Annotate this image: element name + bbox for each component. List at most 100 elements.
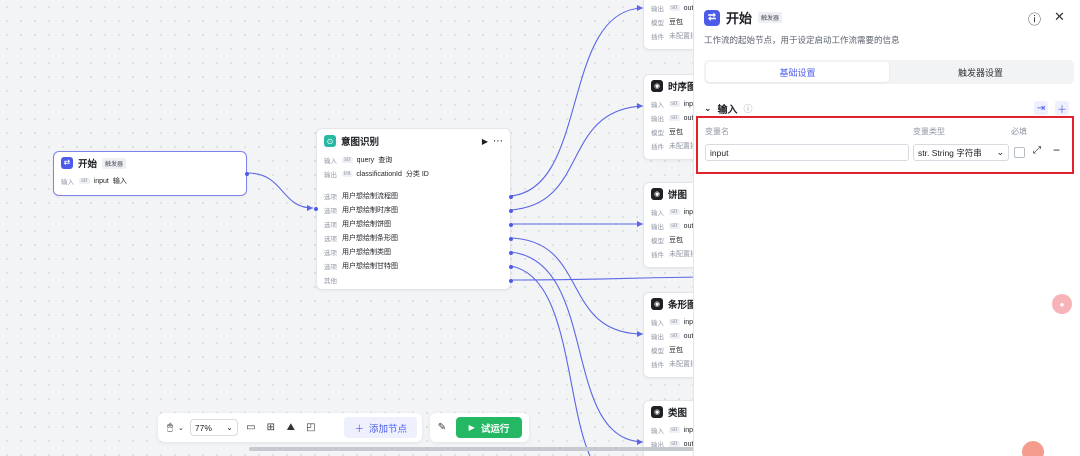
type-tag: str [669,115,680,121]
test-run-label: 试运行 [480,423,510,435]
input-section-header[interactable]: ⌄ 输入 ⓘ [704,101,753,116]
type-tag: str [342,157,353,163]
horizontal-scrollbar[interactable] [249,447,699,451]
add-variable-button[interactable]: ＋ [1055,101,1069,116]
trigger-badge: 触发器 [102,157,127,169]
type-tag: int [342,171,353,177]
model-label: 模型 [651,238,664,245]
image-icon[interactable]: ⛰ [286,422,296,433]
input-name: query [356,156,375,164]
variable-name-input[interactable]: input [705,144,909,161]
type-tag: str [669,209,680,215]
option-text: 用户想绘制饼图 [342,221,391,228]
remove-icon[interactable]: − [1053,143,1061,157]
intent-node-title: 意图识别 [341,137,380,148]
edge [509,7,644,197]
add-node-label: 添加节点 [368,423,407,435]
edge [509,105,644,211]
edge [509,276,700,281]
option-port[interactable] [509,251,513,255]
start-icon: ⮂ [704,9,720,26]
edge-arrow [637,5,643,11]
option-label: 选项 [324,250,337,257]
tab-trigger-settings[interactable]: 触发器设置 [957,67,1003,78]
more-icon[interactable]: ⋯ [493,135,503,147]
input-value: input [683,100,699,108]
help-icon[interactable]: ⓘ [1028,12,1042,27]
type-tag: str [669,223,680,229]
run-toolbar: ✎ ▶ 试运行 [430,413,529,442]
input-value: input [683,208,699,216]
chevron-down-icon: ⌄ [226,423,233,432]
type-tag: str [669,427,680,433]
edge-arrow [637,439,643,445]
input-name: input [93,177,109,185]
edge [509,237,644,335]
output-port[interactable] [245,172,249,176]
plugin-value: 未配置插件 [669,251,704,258]
trigger-badge: 触发器 [758,12,783,23]
option-port[interactable] [509,209,513,213]
start-node[interactable]: ⮂ 开始 触发器 输入 str input 输入 [53,151,249,196]
option-text: 用户想绘制甘特图 [342,263,398,270]
model-value: 豆包 [669,237,683,244]
other-port[interactable] [509,279,513,283]
plugin-icon: ◉ [651,188,663,200]
debug-tool-icon[interactable]: ✎ [437,422,447,433]
mouse-mode-icon[interactable]: 🖱 [167,422,173,433]
option-port[interactable] [509,223,513,227]
option-port[interactable] [509,237,513,241]
run-node-icon[interactable]: ▶ [481,136,488,146]
canvas-toolbar: 🖱 ⌄ 77% ⌄ ▭ ⊞ ⛰ ◰ ＋ 添加节点 [158,413,422,442]
input-label: 输入 [651,102,664,109]
plugin-icon: ◉ [651,80,663,92]
input-label: 输入 [651,320,664,327]
close-icon[interactable]: ✕ [1054,9,1065,24]
type-tag: str [669,101,680,107]
expand-icon[interactable]: ⤢ [1033,145,1041,156]
option-port[interactable] [509,195,513,199]
chevron-down-icon[interactable]: ⌄ [178,424,184,432]
comment-icon[interactable]: ▭ [246,422,256,433]
other-label: 其他 [324,278,337,285]
input-label: 输入 [324,158,337,165]
avatar[interactable] [1022,441,1044,456]
type-tag: str [669,319,680,325]
edge-arrow [637,221,643,227]
output-label: 输出 [651,334,664,341]
option-label: 选项 [324,264,337,271]
start-icon: ⮂ [61,157,73,169]
minimap-icon[interactable]: ◰ [306,422,316,433]
play-icon: ▶ [468,423,475,432]
option-text: 用户想绘制类图 [342,249,391,256]
type-value: str. String 字符串 [918,147,982,158]
option-label: 选项 [324,236,337,243]
plugin-label: 插件 [651,362,664,369]
model-label: 模型 [651,130,664,137]
node-settings-panel: ⮂ 开始 触发器 ⓘ ✕ 工作流的起始节点，用于设定启动工作流需要的信息 基础设… [693,0,1080,456]
edge-layer [246,5,700,456]
option-port[interactable] [509,265,513,269]
zoom-select[interactable]: 77% ⌄ [189,419,238,436]
avatar[interactable]: ● [1052,294,1072,314]
model-label: 模型 [651,20,664,27]
settings-tabs: 基础设置 触发器设置 [704,60,1074,84]
intent-node[interactable]: ⊙ 意图识别 ▶ ⋯ 输入 str query 查询 输出 int classi… [314,128,513,290]
edge [246,172,314,209]
zoom-value: 77% [194,422,212,433]
option-label: 选项 [324,222,337,229]
input-port[interactable] [314,207,318,211]
start-node-title: 开始 [78,159,98,170]
variable-type-select[interactable]: str. String 字符串 ⌄ [913,144,1009,161]
plugin-value: 未配置插件 [669,143,704,150]
edge-arrow [637,103,643,109]
tab-basic-settings[interactable]: 基础设置 [706,62,889,82]
grid-layout-icon[interactable]: ⊞ [266,422,276,433]
import-icon[interactable]: ⇥ [1034,101,1048,115]
required-checkbox[interactable] [1014,147,1025,158]
panel-header: ⮂ 开始 触发器 [704,8,783,27]
type-tag: str [79,178,90,184]
test-run-button[interactable]: ▶ 试运行 [456,417,522,438]
add-node-button[interactable]: ＋ 添加节点 [344,417,417,438]
output-label: 输出 [651,116,664,123]
